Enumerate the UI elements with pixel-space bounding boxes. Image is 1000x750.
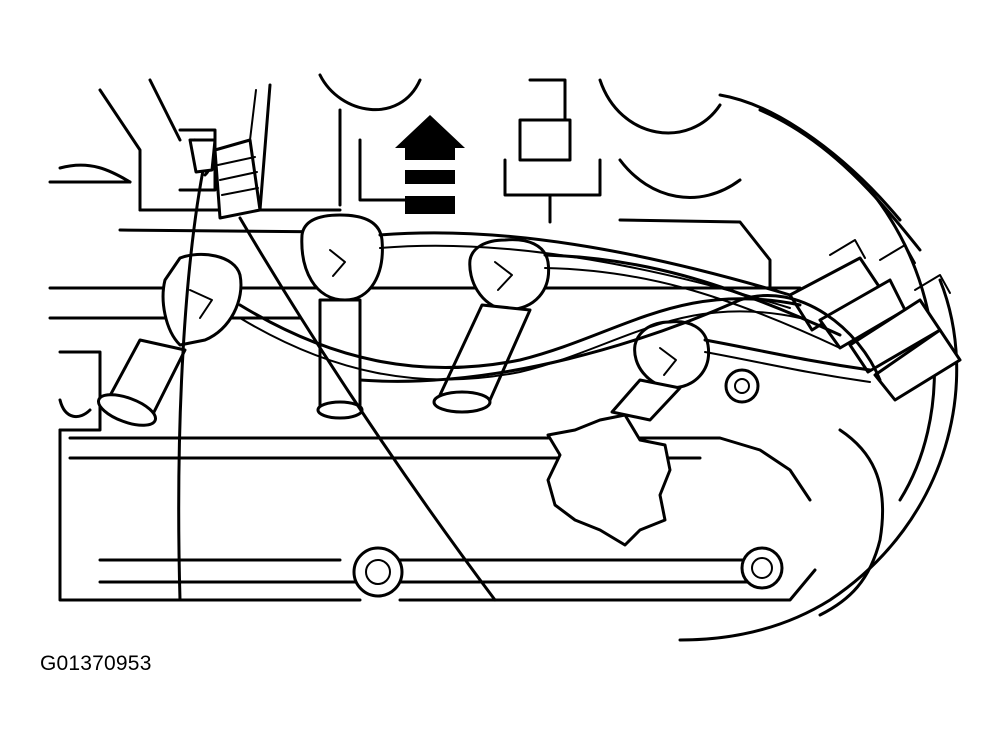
valve-cover-bolt	[352, 546, 404, 598]
coil-connector-block	[788, 239, 962, 402]
valve-cover-bolt	[740, 546, 784, 590]
spark-plug-boot-4	[610, 320, 711, 422]
figure-code: G01370953	[40, 652, 152, 675]
valve-cover	[48, 286, 817, 602]
ignition-wire	[703, 338, 872, 383]
spark-plug-boot-2	[300, 213, 384, 420]
ignition-wire	[358, 294, 882, 383]
ignition-wire	[543, 253, 842, 349]
valve-cover-bolt	[724, 368, 760, 404]
sensor-hose	[213, 89, 497, 602]
spark-plug-boot-3	[432, 238, 551, 414]
sensor-lead	[177, 138, 217, 602]
front-direction-arrow	[395, 115, 465, 214]
oil-filler-cap	[546, 413, 672, 547]
spark-plug-boot-1	[97, 252, 243, 427]
